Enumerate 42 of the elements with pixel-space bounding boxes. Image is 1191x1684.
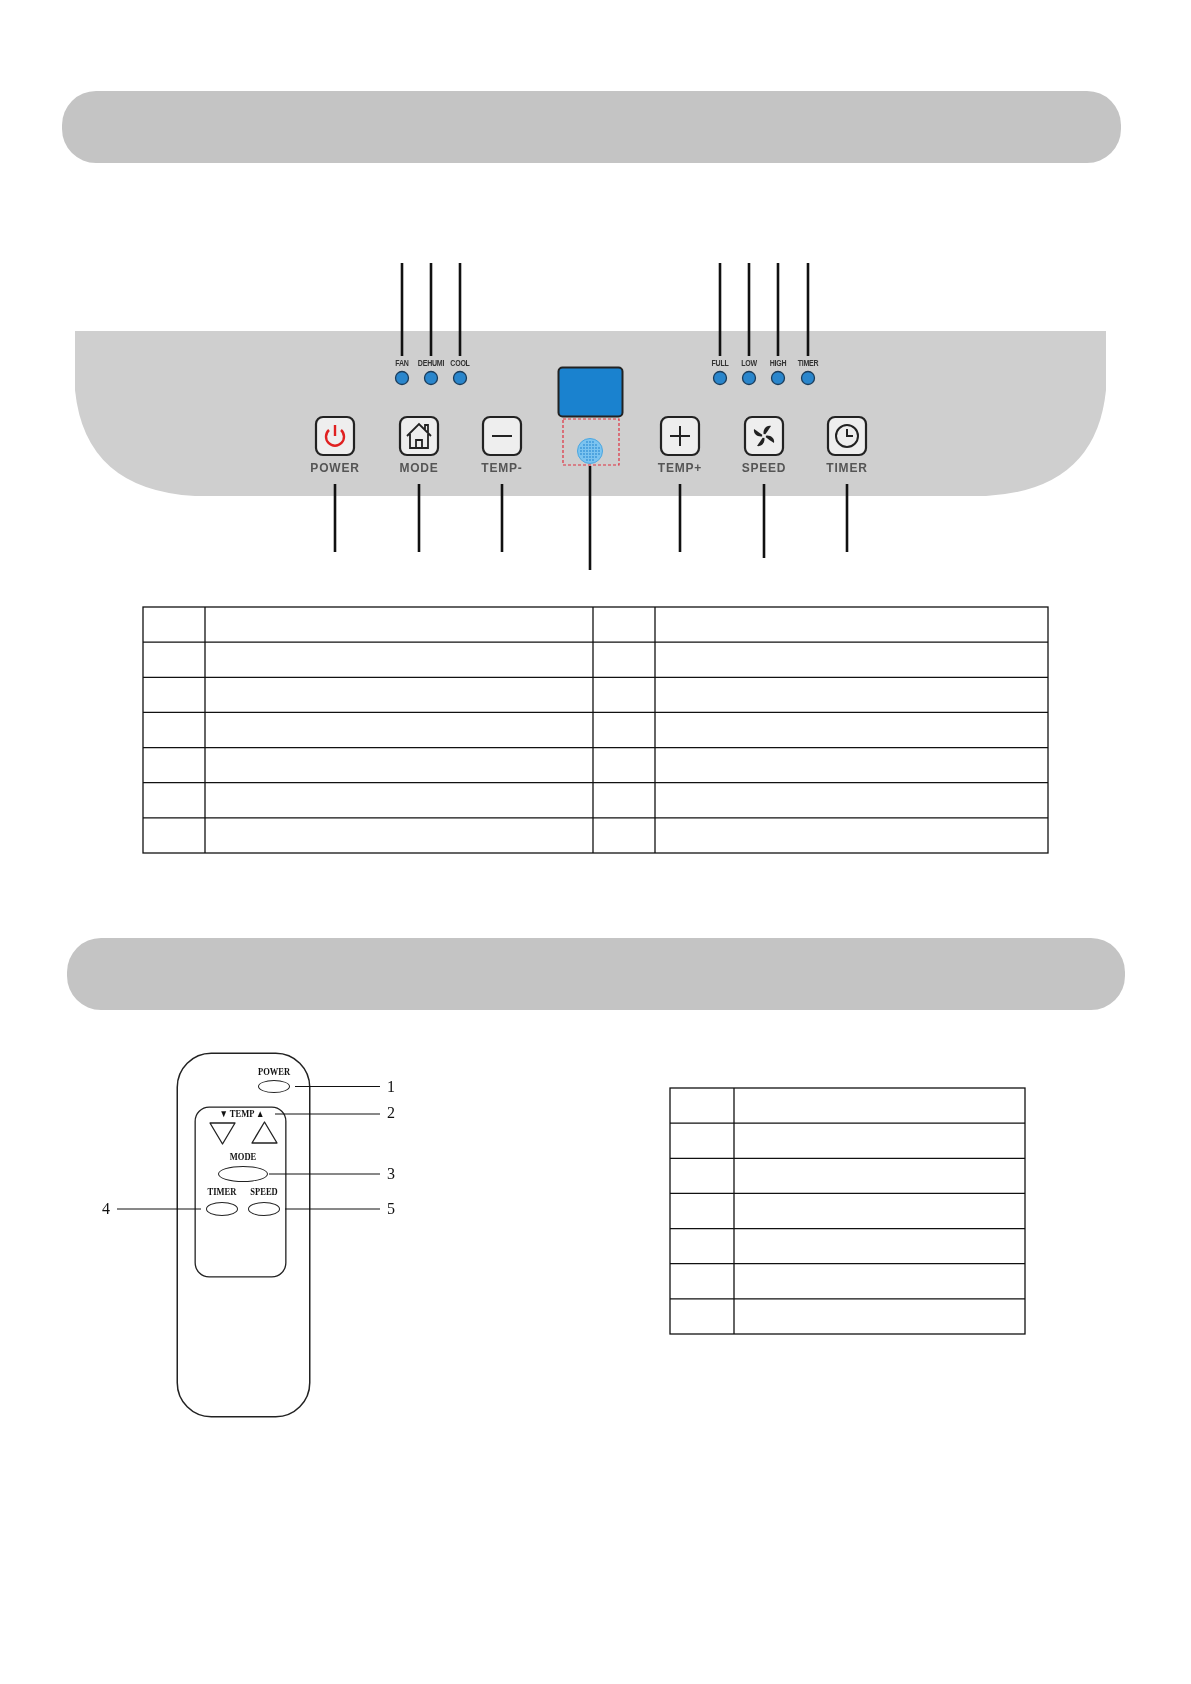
callout-number: 1	[384, 1078, 398, 1096]
leader-line	[747, 263, 751, 356]
leader-line	[417, 484, 421, 552]
button-label: ▼ TEMP ▲	[214, 1108, 270, 1120]
leader-line	[294, 1086, 381, 1087]
light-label: HIGH	[768, 358, 788, 369]
button-label: POWER	[309, 461, 361, 475]
leader-line	[762, 484, 766, 558]
leader-line	[274, 1113, 381, 1115]
leader-line	[458, 263, 462, 356]
button-label: TEMP+	[656, 461, 704, 475]
callout-number: 5	[384, 1200, 398, 1218]
leader-line	[284, 1208, 381, 1210]
leader-line	[806, 263, 810, 356]
leader-line	[333, 484, 337, 552]
button-label: SPEED	[249, 1186, 279, 1197]
callout-number: 3	[384, 1165, 398, 1183]
light-label: FULL	[710, 358, 730, 369]
button-label: MODE	[398, 461, 440, 475]
leader-line	[116, 1208, 202, 1210]
leader-line	[268, 1173, 381, 1175]
leader-line	[776, 263, 780, 356]
light-label: DEHUMI	[417, 358, 445, 369]
leader-line	[400, 263, 404, 356]
button-label: SPEED	[740, 461, 788, 475]
leader-line	[718, 263, 722, 356]
button-label: TIMER	[825, 461, 869, 475]
light-label: FAN	[394, 358, 410, 369]
leader-line	[429, 263, 433, 356]
callout-number: 4	[99, 1200, 113, 1218]
leader-line	[678, 484, 682, 552]
leader-line	[588, 466, 592, 570]
button-label: TEMP-	[480, 461, 524, 475]
button-label: MODE	[228, 1151, 258, 1162]
button-label: TIMER	[206, 1186, 238, 1197]
leader-line	[500, 484, 504, 552]
button-label: POWER	[257, 1066, 291, 1077]
leader-line	[845, 484, 849, 552]
light-label: TIMER	[796, 358, 820, 369]
light-label: COOL	[449, 358, 471, 369]
callout-number: 2	[384, 1104, 398, 1122]
light-label: LOW	[740, 358, 758, 369]
